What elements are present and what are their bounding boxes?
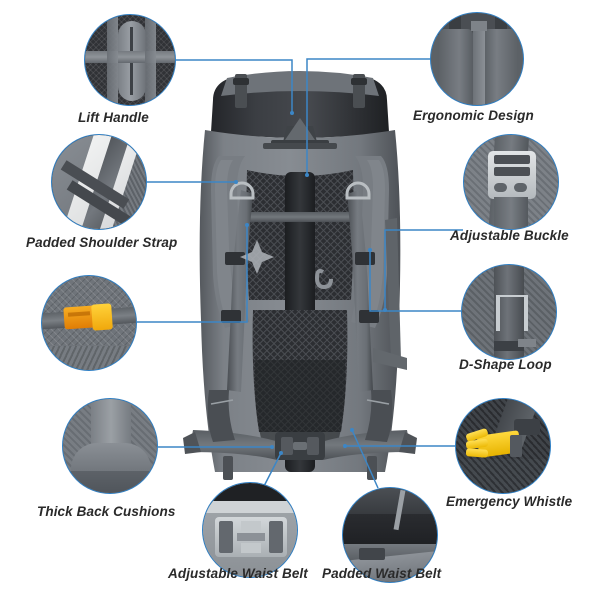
callout-thick-back-cushions bbox=[62, 398, 158, 494]
label-emergency-whistle: Emergency Whistle bbox=[446, 494, 573, 509]
label-padded-waist-belt: Padded Waist Belt bbox=[322, 566, 442, 581]
callout-padded-waist-belt bbox=[342, 487, 438, 583]
back-cushion-icon bbox=[63, 399, 157, 493]
callout-ergonomic-design bbox=[430, 12, 524, 106]
waist-buckle-icon bbox=[203, 483, 297, 577]
callout-adjustable-waist-belt bbox=[202, 482, 298, 578]
padded-belt-icon bbox=[343, 488, 437, 582]
lift-handle-icon bbox=[85, 15, 175, 105]
label-thick-back-cushions: Thick Back Cushions bbox=[37, 504, 176, 519]
callout-padded-shoulder-strap bbox=[51, 134, 147, 230]
orange-buckle-icon bbox=[42, 276, 136, 370]
label-ergonomic-design: Ergonomic Design bbox=[413, 108, 534, 123]
d-ring-icon bbox=[462, 265, 556, 359]
callout-emergency-whistle bbox=[455, 398, 551, 494]
whistle-icon bbox=[456, 399, 550, 493]
label-d-shape-loop: D-Shape Loop bbox=[459, 357, 552, 372]
callout-d-shape-loop bbox=[461, 264, 557, 360]
label-padded-shoulder-strap: Padded Shoulder Strap bbox=[26, 235, 178, 250]
label-adjustable-waist-belt: Adjustable Waist Belt bbox=[168, 566, 308, 581]
callout-adjustable-buckle bbox=[463, 134, 559, 230]
callout-orange-buckle bbox=[41, 275, 137, 371]
product-image-backpack bbox=[175, 60, 425, 530]
callout-lift-handle bbox=[84, 14, 176, 106]
ergonomic-back-icon bbox=[431, 13, 523, 105]
label-lift-handle: Lift Handle bbox=[78, 110, 149, 125]
label-adjustable-buckle: Adjustable Buckle bbox=[450, 228, 569, 243]
adjustable-buckle-icon bbox=[464, 135, 558, 229]
shoulder-strap-icon bbox=[52, 135, 146, 229]
